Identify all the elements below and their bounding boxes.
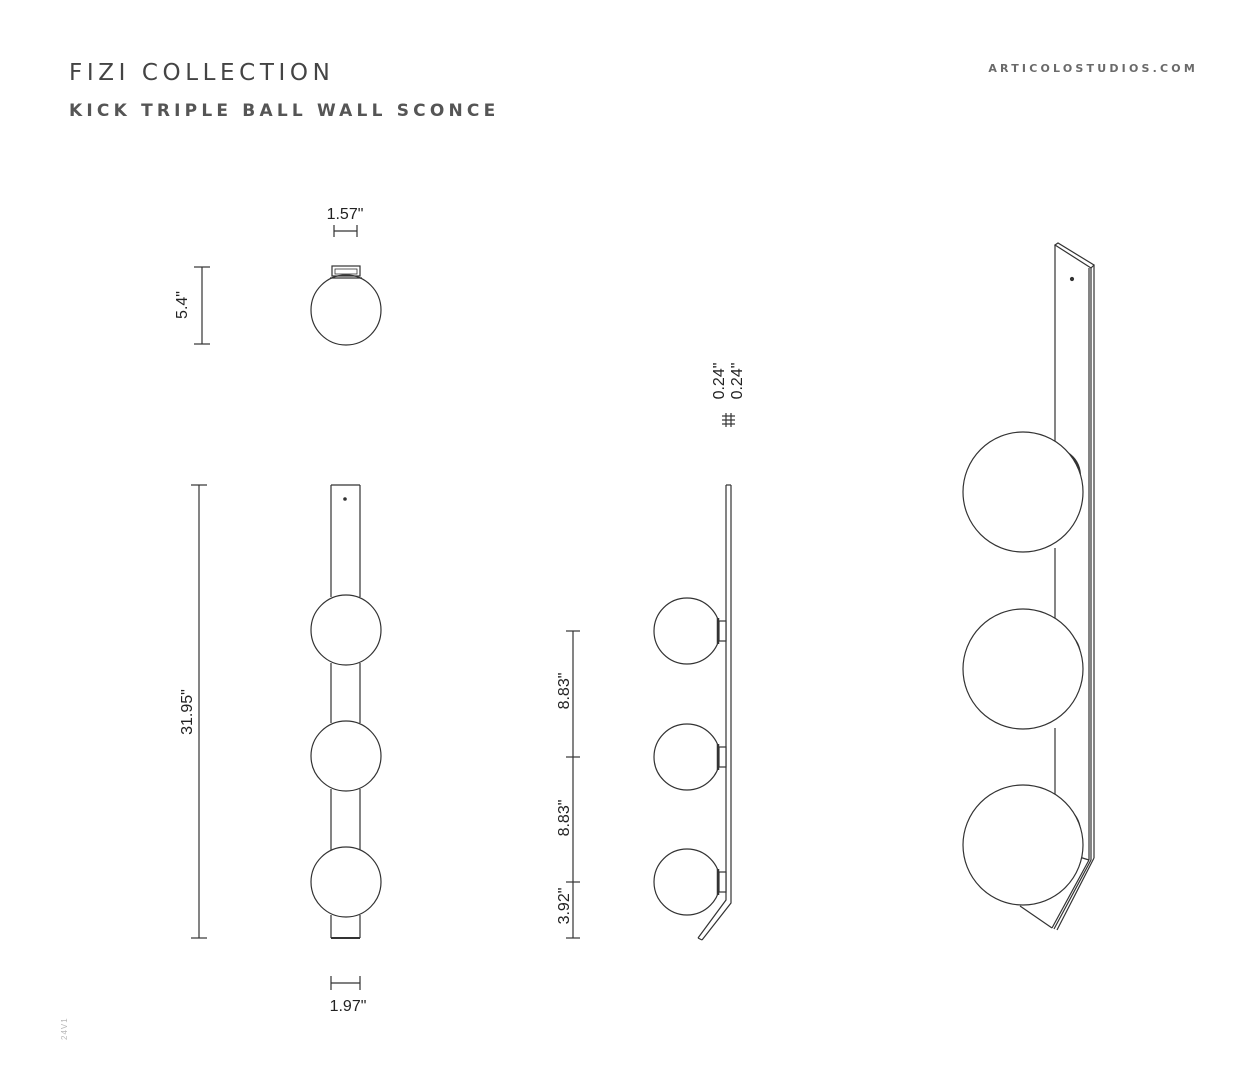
backplate-front-view (330, 484, 361, 939)
side-view (566, 413, 735, 941)
overall-height-dimension (191, 484, 207, 939)
globe-front-2 (310, 720, 382, 792)
globe-perspective-1 (962, 431, 1084, 553)
holder-side-3 (718, 871, 727, 893)
product-name: KICK TRIPLE BALL WALL SCONCE (69, 101, 500, 121)
holder-side-2 (718, 746, 727, 768)
thickness-dimension (722, 413, 735, 427)
mounting-hole-perspective (1069, 276, 1075, 282)
perspective-view (962, 242, 1095, 931)
top-view-height-label: 5.4" (174, 291, 191, 319)
globe-front-1 (310, 594, 382, 666)
holder-side-1 (718, 620, 727, 642)
mounting-hole (343, 497, 347, 501)
thickness-label-1: 0.24" (711, 363, 728, 400)
globe-perspective-3 (962, 784, 1084, 906)
front-view (191, 484, 382, 990)
spacing-lower-label: 8.83" (556, 800, 573, 837)
bottom-offset-label: 3.92" (556, 888, 573, 925)
backplate-width-dimension (330, 976, 361, 990)
backplate-perspective (1019, 242, 1095, 931)
globe-side-2 (653, 723, 721, 791)
spacing-dimension (566, 630, 580, 939)
globe-side-3 (653, 848, 721, 916)
top-view (194, 225, 382, 346)
thickness-label-2: 0.24" (729, 363, 746, 400)
globe-top-view (310, 274, 382, 346)
spacing-upper-label: 8.83" (556, 673, 573, 710)
backplate-width-label: 1.97" (330, 998, 367, 1015)
canopy-top-view (331, 265, 361, 277)
globe-front-3 (310, 846, 382, 918)
website-link[interactable]: ARTICOLOSTUDIOS.COM (988, 62, 1198, 75)
globe-perspective-2 (962, 608, 1084, 730)
globe-side-1 (653, 597, 721, 665)
top-view-width-dimension (333, 225, 358, 237)
top-view-width-label: 1.57" (327, 206, 364, 223)
top-view-height-dimension (194, 266, 210, 345)
overall-height-label: 31.95" (179, 689, 196, 735)
collection-title: FIZI COLLECTION (69, 60, 335, 86)
